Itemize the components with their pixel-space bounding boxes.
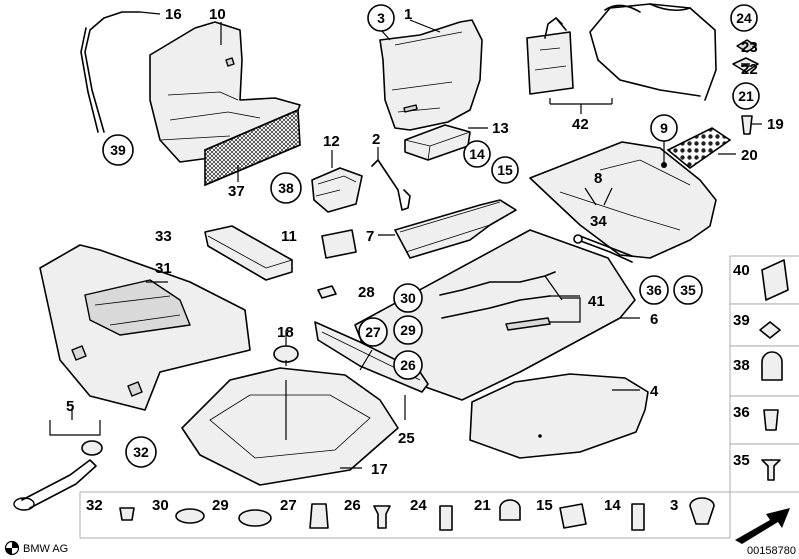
- callout-26-text: 26: [400, 357, 416, 373]
- strip-label-24: 24: [410, 497, 427, 514]
- strip-label-15: 15: [536, 497, 553, 514]
- part-1-side-trim-right: [379, 19, 483, 131]
- label-22: 22: [741, 61, 758, 78]
- callout-30-text: 30: [400, 290, 416, 306]
- part-19-clip: [741, 115, 762, 135]
- fastener-strip: [79, 491, 790, 544]
- part-36-strut: [573, 234, 633, 263]
- label-4: 4: [650, 383, 659, 400]
- callout-29: 29: [393, 315, 423, 345]
- strip-label-29: 29: [212, 497, 229, 514]
- part-28-pad: [317, 285, 337, 299]
- part-33-block: [204, 225, 293, 281]
- callout-30: 30: [393, 283, 423, 313]
- label-37: 37: [228, 183, 245, 200]
- label-5: 5: [66, 398, 74, 415]
- part-12-storage-box: [311, 150, 363, 213]
- label-19: 19: [767, 116, 784, 133]
- callout-39: 39: [102, 134, 134, 166]
- callout-32: 32: [125, 436, 157, 468]
- callout-36-text: 36: [646, 282, 662, 298]
- label-17: 17: [371, 461, 388, 478]
- label-2: 2: [372, 131, 380, 148]
- part-7-panel: [378, 199, 517, 259]
- part-2-bracket: [371, 147, 411, 211]
- fastener-column: [729, 255, 799, 493]
- label-33: 33: [155, 228, 172, 245]
- callout-26: 26: [393, 350, 423, 380]
- strip-label-30: 30: [152, 497, 169, 514]
- bmw-logo-icon: [4, 540, 20, 556]
- label-42: 42: [572, 116, 589, 133]
- callout-27: 27: [358, 317, 388, 347]
- callout-39-text: 39: [110, 142, 126, 158]
- part-4-mat: [469, 373, 649, 459]
- part-16-rod: [80, 11, 161, 133]
- callout-15-text: 15: [497, 162, 513, 178]
- part-34-floor-panel: [529, 140, 717, 259]
- label-18: 18: [277, 324, 294, 341]
- callout-14: 14: [463, 140, 491, 168]
- label-20: 20: [741, 147, 758, 164]
- callout-36: 36: [639, 275, 669, 305]
- label-34: 34: [590, 213, 607, 230]
- label-28: 28: [358, 284, 375, 301]
- callout-3: 3: [367, 4, 395, 32]
- diagram-id: 00158780: [747, 545, 796, 557]
- callout-38-text: 38: [278, 180, 294, 196]
- strip-label-27: 27: [280, 497, 297, 514]
- label-8: 8: [594, 170, 602, 187]
- label-16: 16: [165, 6, 182, 23]
- callout-15: 15: [491, 156, 519, 184]
- column-label-39: 39: [733, 312, 750, 329]
- strip-label-32: 32: [86, 497, 103, 514]
- part-42-bag-cord: [526, 3, 717, 114]
- strip-label-3: 3: [670, 497, 678, 514]
- callout-24-text: 24: [736, 10, 752, 26]
- column-label-36: 36: [733, 404, 750, 421]
- part-18-plug: [273, 330, 299, 366]
- callout-9-text: 9: [660, 120, 668, 136]
- callout-29-text: 29: [400, 322, 416, 338]
- label-23: 23: [741, 39, 758, 56]
- label-25: 25: [398, 430, 415, 447]
- label-12: 12: [323, 133, 340, 150]
- callout-38: 38: [270, 172, 302, 204]
- brand-text: BMW AG: [23, 543, 68, 555]
- callout-14-text: 14: [469, 146, 485, 162]
- callout-24: 24: [730, 4, 758, 32]
- part-11-pad: [321, 229, 357, 259]
- part-5-lever: [13, 408, 103, 511]
- part-20-vent-grille: [666, 127, 736, 170]
- callout-9: 9: [650, 114, 678, 142]
- strip-label-26: 26: [344, 497, 361, 514]
- callout-32-text: 32: [133, 444, 149, 460]
- part-17-spare-well: [181, 367, 399, 486]
- part-23-22-clips: [732, 39, 759, 73]
- label-41: 41: [588, 293, 605, 310]
- strip-label-21: 21: [474, 497, 491, 514]
- label-7: 7: [366, 228, 374, 245]
- callout-21: 21: [732, 82, 760, 110]
- column-label-40: 40: [733, 262, 750, 279]
- label-11: 11: [281, 228, 297, 245]
- callout-35-text: 35: [680, 282, 696, 298]
- callout-27-text: 27: [365, 324, 381, 340]
- strip-label-14: 14: [604, 497, 621, 514]
- label-31: 31: [155, 260, 172, 277]
- part-31-lid-trim: [39, 244, 251, 411]
- part-41-straps: [439, 271, 581, 331]
- column-label-35: 35: [733, 452, 750, 469]
- label-1: 1: [404, 6, 412, 23]
- label-10: 10: [209, 6, 226, 23]
- callout-3-text: 3: [377, 10, 385, 26]
- column-label-38: 38: [733, 357, 750, 374]
- part-37-luggage-net: [204, 108, 301, 187]
- label-13: 13: [492, 120, 509, 137]
- label-6: 6: [650, 311, 658, 328]
- callout-35: 35: [673, 275, 703, 305]
- callout-21-text: 21: [738, 88, 754, 104]
